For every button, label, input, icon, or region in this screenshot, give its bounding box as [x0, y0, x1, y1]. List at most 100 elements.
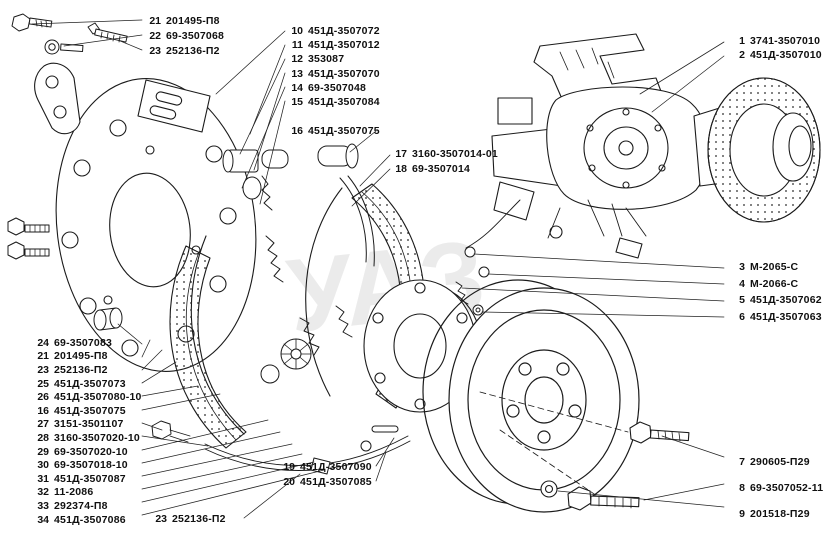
part-number: 252136-П2	[166, 44, 220, 57]
callout-item-9: 9 201518-П29	[730, 501, 823, 527]
part-number: 3160-3507020-10	[54, 431, 140, 444]
callout-item-2: 2 451Д-3507010	[730, 48, 822, 62]
callout-number: 22	[149, 29, 161, 42]
callout-item-22: 22 69-3507068	[146, 28, 224, 43]
callout-item-31: 31 451Д-3507087	[34, 472, 142, 486]
callout-number: 1	[739, 35, 745, 47]
part-number: 69-3507068	[166, 29, 225, 42]
part-number: 292374-П8	[54, 499, 108, 512]
part-number: 451Д-3507010	[750, 49, 822, 61]
part-number: 3151-3501107	[54, 418, 124, 431]
callout-number: 26	[37, 391, 49, 404]
parking-lever	[339, 175, 375, 267]
callout-number: 14	[291, 81, 303, 94]
part-number: 201518-П29	[750, 508, 810, 520]
part-number: 353087	[308, 53, 345, 66]
small-links	[93, 307, 399, 475]
callout-number: 20	[283, 475, 295, 488]
callout-number: 23	[155, 513, 167, 525]
part-number: М-2065-С	[750, 261, 799, 274]
callout-number: 23	[37, 363, 49, 376]
part-number: 451Д-3507087	[54, 472, 126, 485]
callout-number: 21	[37, 350, 49, 363]
callout-item-11: 11 451Д-3507012	[288, 38, 380, 52]
callout-number: 27	[37, 418, 49, 431]
part-number: 201495-П8	[166, 14, 220, 27]
part-number: 451Д-3507012	[308, 39, 380, 52]
callout-item-27: 27 3151-3501107	[34, 418, 142, 432]
part-number: 3160-3507014-01	[412, 148, 498, 161]
callout-number: 16	[37, 404, 49, 417]
callout-number: 4	[739, 277, 745, 290]
return-springs	[265, 235, 353, 356]
callout-number: 11	[291, 39, 303, 52]
callout-item-7: 7 290605-П29	[730, 449, 823, 475]
callout-number: 23	[149, 44, 161, 57]
part-number: 69-3507052-11	[750, 482, 824, 494]
part-number: 451Д-3507086	[54, 513, 126, 526]
part-number: 290605-П29	[750, 456, 810, 468]
callout-number: 6	[739, 310, 745, 323]
callouts-boot: 16 451Д-3507075	[288, 124, 380, 138]
leader-lines	[31, 19, 725, 519]
callout-number: 5	[739, 294, 745, 307]
callout-item-14: 14 69-3507048	[288, 81, 380, 95]
callout-number: 16	[291, 125, 303, 137]
callout-number: 19	[283, 460, 295, 473]
part-number: 3741-3507010	[750, 35, 821, 47]
backing-plate	[34, 62, 257, 372]
hold-down-parts	[455, 246, 490, 316]
callout-number: 28	[37, 431, 49, 444]
callout-number: 33	[37, 499, 49, 512]
callout-number: 18	[395, 162, 407, 175]
callout-item-17: 17 3160-3507014-01	[392, 147, 498, 162]
part-number: 69-3507048	[308, 81, 367, 94]
callout-number: 2	[739, 49, 745, 61]
part-number: 451Д-3507085	[300, 475, 372, 488]
fasteners-top-left	[11, 13, 128, 55]
rear-axle-assembly	[465, 33, 821, 259]
callout-item-34: 34 451Д-3507086	[34, 513, 142, 527]
callouts-fasteners: 7 290605-П29 8 69-3507052-11 9 201518-П29	[730, 449, 823, 527]
callout-number: 29	[37, 445, 49, 458]
callout-number: 7	[739, 456, 745, 468]
callout-number: 32	[37, 486, 49, 499]
mounting-bolts-left	[7, 217, 50, 260]
callout-number: 25	[37, 377, 49, 390]
callout-number: 13	[291, 67, 303, 80]
callouts-bottom-washer: 23 252136-П2	[152, 512, 226, 526]
callout-item-4: 4 М-2066-С	[730, 276, 822, 293]
callout-number: 34	[37, 513, 49, 526]
part-number: 252136-П2	[172, 513, 226, 525]
callout-item-20: 20 451Д-3507085	[280, 474, 372, 489]
adjuster	[260, 338, 312, 384]
callout-number: 17	[395, 148, 407, 161]
callout-number: 8	[739, 482, 745, 494]
part-number: 69-3507020-10	[54, 445, 128, 458]
callout-number: 9	[739, 508, 745, 520]
callout-item-8: 8 69-3507052-11	[730, 475, 823, 501]
callout-item-16: 16 451Д-3507075	[288, 124, 380, 138]
part-number: 451Д-3507062	[750, 294, 822, 307]
wheel-cylinder-parts	[222, 149, 289, 211]
boot-part	[317, 143, 359, 169]
part-number: 451Д-3507075	[308, 125, 380, 137]
callout-number: 31	[37, 472, 49, 485]
part-number: 451Д-3507070	[308, 67, 380, 80]
part-number: М-2066-С	[750, 277, 799, 290]
